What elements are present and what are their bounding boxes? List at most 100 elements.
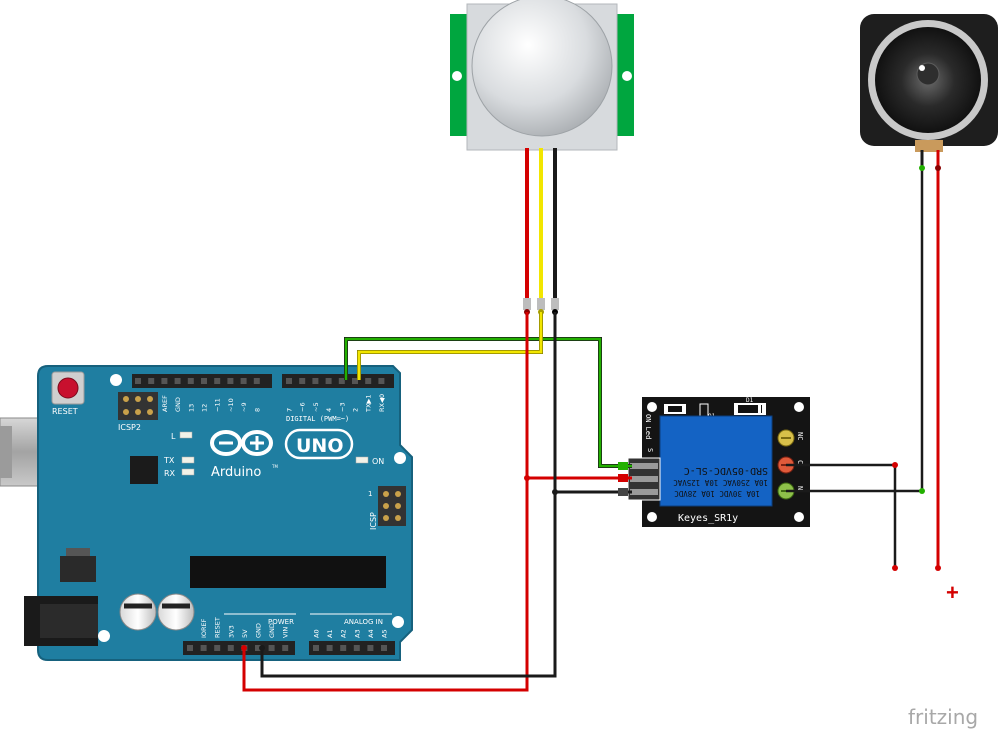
- digital-pin-label: ~10: [227, 398, 235, 412]
- usb-chip: [130, 456, 158, 484]
- power-pin-label: RESET: [214, 617, 222, 638]
- digital-pin-label: 2: [352, 408, 360, 412]
- digital-pin-label: 8: [253, 408, 261, 412]
- header-pin: [340, 645, 347, 651]
- digital-pin-label: ~5: [312, 402, 320, 412]
- on-led-label: ON Led: [644, 414, 652, 439]
- header-pin: [268, 645, 275, 651]
- led-rx-label: RX: [164, 469, 176, 478]
- digital-pin-label: ~11: [214, 398, 222, 412]
- pir-motion-sensor: [450, 0, 634, 151]
- digital-pin-label: 4: [325, 408, 333, 412]
- icsp2-header: [118, 392, 158, 420]
- relay-input-header: [627, 457, 661, 501]
- header-pin: [255, 645, 261, 651]
- analog-label: ANALOG IN: [344, 618, 383, 626]
- digital-pin-label: RX◀0: [378, 394, 386, 412]
- power-header: [183, 641, 295, 655]
- header-pin: [148, 378, 155, 384]
- speaker: [860, 14, 998, 152]
- power-pin-label: 5V: [241, 629, 249, 638]
- header-pin: [187, 378, 194, 384]
- power-jack: [24, 596, 98, 646]
- mounting-hole: [394, 452, 406, 464]
- header-pin: [338, 378, 345, 384]
- header-pin: [227, 378, 234, 384]
- header-pin: [240, 378, 247, 384]
- mounting-hole: [392, 616, 404, 628]
- speaker-plus-sign: +: [946, 580, 959, 605]
- digital-pin-label: 13: [187, 404, 195, 412]
- reset-button[interactable]: [51, 371, 85, 405]
- header-pin: [135, 378, 141, 384]
- uno-text: UNO: [296, 435, 343, 457]
- capacitor: [119, 593, 157, 631]
- header-pin: [282, 645, 289, 651]
- digital-pin-label: ~6: [299, 402, 307, 412]
- voltage-regulator: [60, 548, 96, 582]
- digital-pin-label: 7: [286, 408, 294, 412]
- header-pin: [353, 645, 360, 651]
- screw-terminal-nc: [777, 429, 795, 447]
- capacitor: [157, 593, 195, 631]
- header-pin: [253, 378, 260, 384]
- mounting-hole: [647, 512, 657, 522]
- speaker-highlight: [919, 65, 925, 71]
- power-pin-label: GND: [268, 623, 276, 638]
- n-label: N: [796, 486, 804, 490]
- header-pin: [299, 378, 306, 384]
- header-pin: [378, 378, 385, 384]
- digital-pin-label: TX▶1: [365, 394, 373, 413]
- power-pin-label: GND: [255, 623, 263, 638]
- relay-rating-line-1: 10A 250VAC 10A 125VAC: [673, 478, 768, 487]
- relay-name-label: Keyes_SR1y: [678, 513, 738, 524]
- power-pin-label: IOREF: [200, 618, 208, 638]
- trademark-text: TM: [271, 464, 278, 469]
- nc-label: NC: [796, 432, 804, 440]
- relay-blue-case: [659, 415, 773, 507]
- signal-label: S: [646, 448, 654, 452]
- digital-pin-label: ~9: [240, 402, 248, 412]
- header-pin: [352, 378, 358, 384]
- led-l-label: L: [171, 432, 176, 441]
- mounting-hole: [110, 374, 122, 386]
- icsp-pin1-label: 1: [368, 490, 372, 498]
- wires: [241, 148, 941, 692]
- header-pin: [367, 645, 374, 651]
- arduino-brand-text: Arduino: [211, 465, 261, 480]
- speaker-terminals: [915, 140, 943, 152]
- analog-pin-label: A2: [340, 629, 348, 638]
- led-rx: [181, 468, 195, 476]
- icsp-header: [378, 486, 406, 526]
- mounting-hole: [452, 71, 462, 81]
- led-tx: [181, 456, 195, 464]
- header-pin: [325, 378, 332, 384]
- mounting-hole: [98, 630, 110, 642]
- atmega-chip: [190, 556, 386, 588]
- header-pin: [200, 645, 207, 651]
- analog-pin-label: A4: [367, 629, 375, 638]
- header-pin: [174, 378, 181, 384]
- pir-dome-lens: [471, 0, 613, 137]
- sensor-wire-yellow: [357, 312, 543, 380]
- arduino-logo: [210, 428, 354, 460]
- header-pin: [286, 378, 292, 384]
- header-pin: [326, 645, 333, 651]
- reset-label: RESET: [52, 407, 78, 416]
- header-pin: [201, 378, 207, 384]
- analog-header: [309, 641, 395, 655]
- mounting-hole: [794, 402, 804, 412]
- led-on-label: ON: [372, 457, 384, 466]
- fritzing-watermark: fritzing: [908, 705, 978, 729]
- digital-pin-label: AREF: [161, 395, 169, 412]
- led-tx-label: TX: [163, 456, 175, 465]
- d1-label: D1: [746, 397, 754, 404]
- analog-pin-label: A0: [313, 629, 321, 638]
- led-l: [179, 431, 193, 439]
- relay-rating-line-2: 10A 30VDC 10A 28VDC: [674, 489, 760, 498]
